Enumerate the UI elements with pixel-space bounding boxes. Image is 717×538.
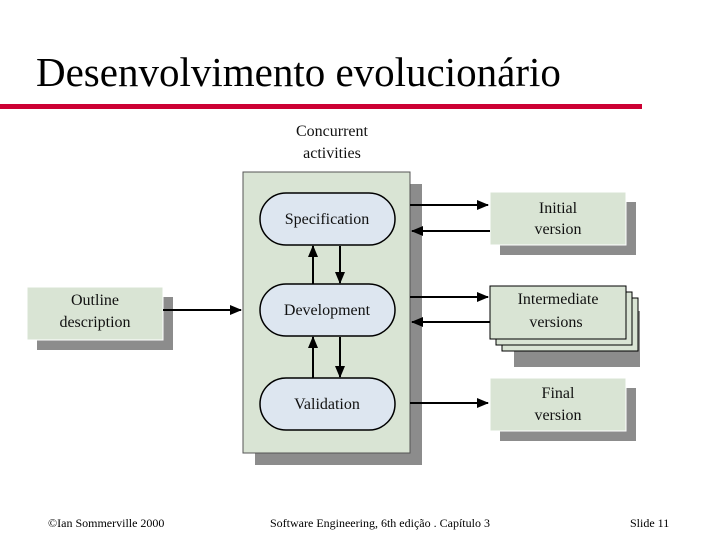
concurrent-label-line1: Concurrent (296, 123, 369, 140)
specification-label: Specification (285, 211, 369, 228)
outline-label-line1: Outline (71, 292, 119, 309)
initial-version-line1: Initial (539, 200, 578, 217)
outline-description-box (26, 286, 164, 341)
footer-book-title: Software Engineering, 6th edição . Capít… (270, 516, 490, 530)
intermediate-versions-box (489, 285, 627, 340)
specification-pill (259, 192, 396, 246)
final-version-box (489, 377, 627, 432)
final-version-line1: Final (542, 385, 575, 402)
outline-label-line2: description (59, 314, 130, 331)
concurrent-label-line2: activities (303, 145, 361, 162)
title-rule (0, 104, 642, 109)
final-version-line2: version (534, 407, 581, 424)
footer-slide-number: Slide 11 (630, 516, 670, 530)
development-label: Development (284, 302, 371, 319)
intermediate-versions-line2: versions (529, 314, 582, 331)
initial-version-box (489, 191, 627, 246)
footer-copyright: ©Ian Sommerville 2000 (48, 516, 165, 530)
initial-version-line2: version (534, 221, 581, 238)
development-pill (259, 283, 396, 337)
validation-pill (259, 377, 396, 431)
validation-label: Validation (294, 396, 360, 413)
slide-title: Desenvolvimento evolucionário (36, 49, 561, 95)
intermediate-versions-line1: Intermediate (518, 291, 599, 308)
